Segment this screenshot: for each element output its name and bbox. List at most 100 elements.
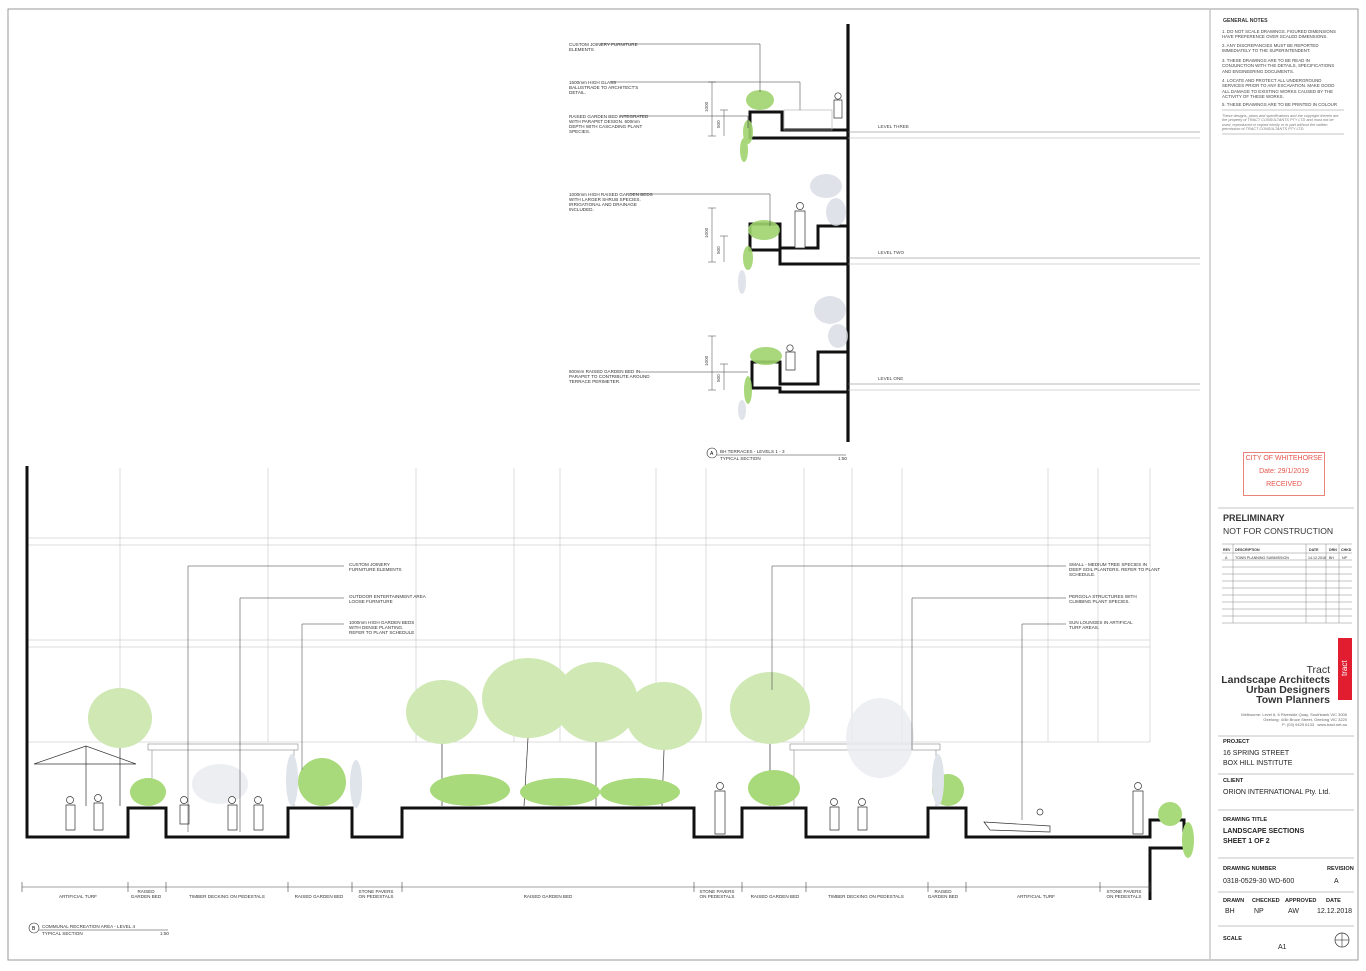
section-b-ground-profile (25, 466, 1186, 900)
received-stamp: CITY OF WHITEHORSE Date: 29/1/2019 RECEI… (1243, 452, 1325, 496)
stamp-date: Date: 29/1/2019 (1259, 468, 1309, 475)
title-block: GENERAL NOTES 1. DO NOT SCALE DRAWINGS. … (1221, 18, 1354, 951)
section-a-planting (738, 90, 848, 420)
approved-value: AW (1288, 908, 1300, 915)
drawing-number-label: DRAWING NUMBER (1223, 866, 1277, 872)
general-note-5: 5. THESE DRAWINGS ARE TO BE PRINTED IN C… (1222, 102, 1337, 107)
general-note-3: 3. THESE DRAWINGS ARE TO BE READ IN CONJ… (1222, 58, 1335, 74)
sheet-border (7, 8, 1359, 961)
stamp-received: RECEIVED (1266, 481, 1302, 488)
level-two-label: LEVEL TWO (878, 250, 904, 255)
section-a-marker (706, 447, 718, 459)
section-a-title: BH TERRACES - LEVELS 1 - 3 (720, 449, 785, 454)
section-b-marker (28, 922, 40, 934)
firm-name-block: Tract Landscape Architects Urban Designe… (1221, 664, 1330, 706)
people-figures (65, 782, 1144, 835)
zone-label: TIMBER DECKING ON PEDESTALS (828, 894, 904, 899)
tract-logo: tract (1338, 638, 1352, 700)
terrace-level-three (748, 110, 848, 140)
dim-1000: 1000 (704, 101, 709, 112)
svg-text:A: A (710, 451, 714, 457)
dim-500: 500 (716, 246, 721, 254)
dim-1000: 1000 (704, 355, 709, 366)
general-note-2: 2. ANY DISCREPANCIES MUST BE REPORTED IM… (1222, 43, 1319, 54)
svg-text:B: B (32, 926, 36, 932)
trees (88, 658, 914, 807)
date-value: 12.12.2018 (1317, 908, 1353, 915)
drawing-title-line1: LANDSCAPE SECTIONS (1223, 828, 1305, 835)
project-line1: 16 SPRING STREET (1223, 750, 1290, 757)
status-not-for-construction: NOT FOR CONSTRUCTION (1223, 526, 1334, 536)
zone-label: ARTIFICIAL TURF (1017, 894, 1055, 899)
drawing-number: 0318-0529-30 WD-600 (1223, 878, 1295, 885)
client-name: ORION INTERNATIONAL Pty. Ltd. (1223, 789, 1331, 796)
level-one-label: LEVEL ONE (878, 376, 903, 381)
general-note-4: 4. LOCATE AND PROTECT ALL UNDERGROUND SE… (1222, 78, 1335, 99)
approved-label: APPROVED (1285, 898, 1317, 904)
glass-balustrade (783, 109, 833, 131)
date-label: DATE (1326, 898, 1341, 904)
zone-label: ARTIFICIAL TURF (59, 894, 97, 899)
zone-label: RAISED GARDEN BED (524, 894, 573, 899)
zone-label: RAISED GARDEN BED (751, 894, 800, 899)
checked-label: CHECKED (1252, 898, 1280, 904)
section-b-title: COMMUNAL RECREATION AREA - LEVEL 4 (42, 924, 135, 929)
drawn-value: BH (1225, 908, 1235, 915)
general-notes-title: GENERAL NOTES (1223, 18, 1268, 24)
scale-value: A1 (1278, 944, 1287, 951)
titleblock-rules (1218, 109, 1354, 927)
section-b-scale: 1:50 (160, 931, 169, 936)
revision-label: REVISION (1327, 866, 1354, 872)
project-line2: BOX HILL INSTITUTE (1223, 760, 1293, 767)
section-a-scale: 1:50 (838, 456, 847, 461)
section-b-subtitle: TYPICAL SECTION (42, 931, 83, 936)
stamp-city: CITY OF WHITEHORSE (1245, 455, 1323, 462)
drawn-label: DRAWN (1223, 898, 1245, 904)
dim-1000: 1000 (704, 227, 709, 238)
revision-value: A (1334, 878, 1339, 885)
zone-label: RAISED GARDEN BED (295, 894, 344, 899)
firm-address: Melbourne: Level 6, 6 Riverside Quay, So… (1241, 712, 1347, 727)
status-preliminary: PRELIMINARY (1223, 513, 1285, 523)
firm-line4: Town Planners (1256, 694, 1330, 706)
dim-500: 500 (716, 120, 721, 128)
climbing-plants (192, 754, 944, 808)
checked-value: NP (1254, 908, 1264, 915)
project-label: PROJECT (1223, 739, 1250, 745)
general-note-1: 1. DO NOT SCALE DRAWINGS. FIGURED DIMENS… (1222, 29, 1336, 40)
zone-label: TIMBER DECKING ON PEDESTALS (189, 894, 265, 899)
drawing-title-label: DRAWING TITLE (1223, 817, 1268, 823)
firm-name: Tract (1306, 664, 1330, 676)
umbrella (33, 745, 137, 765)
section-a: 1000 500 1000 500 1000 500 (569, 24, 1200, 461)
drawing-title-line2: SHEET 1 OF 2 (1223, 838, 1270, 845)
firm-line2: Landscape Architects (1221, 674, 1330, 686)
client-label: CLIENT (1223, 778, 1244, 784)
copyright-note: These designs, plans and specifications … (1222, 114, 1339, 132)
level-three-label: LEVEL THREE (878, 124, 909, 129)
section-a-subtitle: TYPICAL SECTION (720, 456, 761, 461)
firm-line3: Urban Designers (1245, 684, 1330, 696)
scale-label: SCALE (1223, 936, 1242, 942)
dim-500: 500 (716, 374, 721, 382)
